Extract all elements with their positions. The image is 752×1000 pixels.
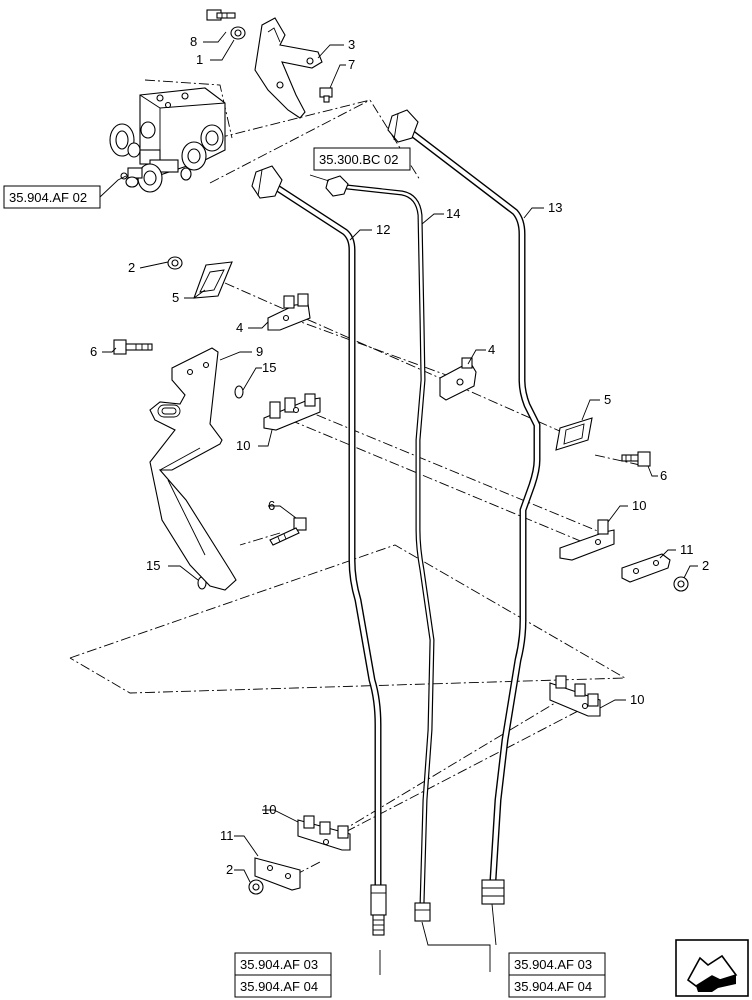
callout-4-right: 4: [488, 342, 495, 357]
clamp-4-right: [439, 357, 477, 401]
callout-7: 7: [348, 57, 355, 72]
tube-14-bottom-fitting: [414, 902, 431, 922]
callout-12: 12: [376, 222, 390, 237]
valve-block: [109, 87, 226, 193]
callout-10-lower-left: 10: [262, 802, 276, 817]
tube-13: [401, 124, 541, 884]
callout-14: 14: [446, 206, 460, 221]
tube-12: [264, 178, 382, 894]
nut-2-right: [673, 576, 689, 592]
callout-3: 3: [348, 37, 355, 52]
callout-15-lower: 15: [146, 558, 160, 573]
reference-tube-14[interactable]: 35.300.BC 02: [313, 147, 411, 171]
callout-6-mid: 6: [268, 498, 275, 513]
tube-13-top-nut: [387, 109, 419, 143]
callout-4-left: 4: [236, 320, 243, 335]
callout-6-left: 6: [90, 344, 97, 359]
callout-5-upper: 5: [172, 290, 179, 305]
callout-10-lower-right: 10: [630, 692, 644, 707]
clamp-10-upper: [263, 393, 321, 431]
reference-bottom-left-bottom: 35.904.AF 04: [240, 979, 318, 994]
bracket-3: [254, 17, 323, 119]
callout-2-upper: 2: [128, 260, 135, 275]
plate-11-right: [621, 553, 671, 583]
plate-5-right: [555, 417, 593, 451]
reference-bottom-right-top: 35.904.AF 03: [514, 957, 592, 972]
bolt-8: [206, 9, 236, 21]
callout-5-right: 5: [604, 392, 611, 407]
clamp-10-lower-left: [297, 815, 351, 851]
callout-11-left: 11: [220, 828, 234, 843]
bolt-6-mid: [269, 517, 307, 546]
next-page-arrow-icon[interactable]: [675, 939, 749, 997]
callout-10-mid-right: 10: [632, 498, 646, 513]
callout-2-lower: 2: [226, 862, 233, 877]
clamp-4-left: [267, 293, 311, 331]
callout-2-right: 2: [702, 558, 709, 573]
clamp-10-lower-right: [549, 675, 601, 717]
tube-12-top-nut: [251, 165, 283, 199]
bolt-6-right: [621, 451, 651, 467]
nut-2-lower: [248, 879, 264, 895]
nut-1: [230, 26, 246, 40]
callout-15-upper: 15: [262, 360, 276, 375]
bolt-7: [319, 87, 333, 103]
reference-valve-label: 35.904.AF 02: [9, 190, 87, 205]
tube-13-bottom-fitting: [481, 879, 505, 905]
tube-14: [335, 183, 435, 908]
reference-tube-14-label: 35.300.BC 02: [319, 152, 399, 167]
plate-5-upper: [193, 261, 233, 299]
callout-6-right: 6: [660, 468, 667, 483]
reference-bottom-left-top: 35.904.AF 03: [240, 957, 318, 972]
bracket-9: [149, 347, 237, 591]
clamp-10-mid-right: [559, 519, 615, 561]
nut-2-upper: [167, 256, 183, 270]
callout-10-upper: 10: [236, 438, 250, 453]
callout-11-right: 11: [680, 542, 694, 557]
tube-14-top-nut: [325, 175, 349, 197]
callout-8: 8: [190, 34, 197, 49]
plate-11-left: [254, 857, 301, 891]
reference-bottom-right-bottom: 35.904.AF 04: [514, 979, 592, 994]
tube-12-bottom-fitting: [370, 884, 387, 936]
reference-bottom-right[interactable]: 35.904.AF 03 35.904.AF 04: [508, 952, 606, 998]
callout-numbers: 8 1 3 7 2 5 4 4 6 9 15 10 5 6 6 10 11 2 …: [90, 34, 709, 877]
callout-13: 13: [548, 200, 562, 215]
callout-9: 9: [256, 344, 263, 359]
washer-15-upper: [234, 385, 244, 399]
reference-bottom-left[interactable]: 35.904.AF 03 35.904.AF 04: [234, 952, 332, 998]
callout-1: 1: [196, 52, 203, 67]
reference-valve[interactable]: 35.904.AF 02: [3, 185, 101, 209]
leader-lines: [99, 31, 698, 975]
bolt-6-left: [113, 339, 153, 355]
